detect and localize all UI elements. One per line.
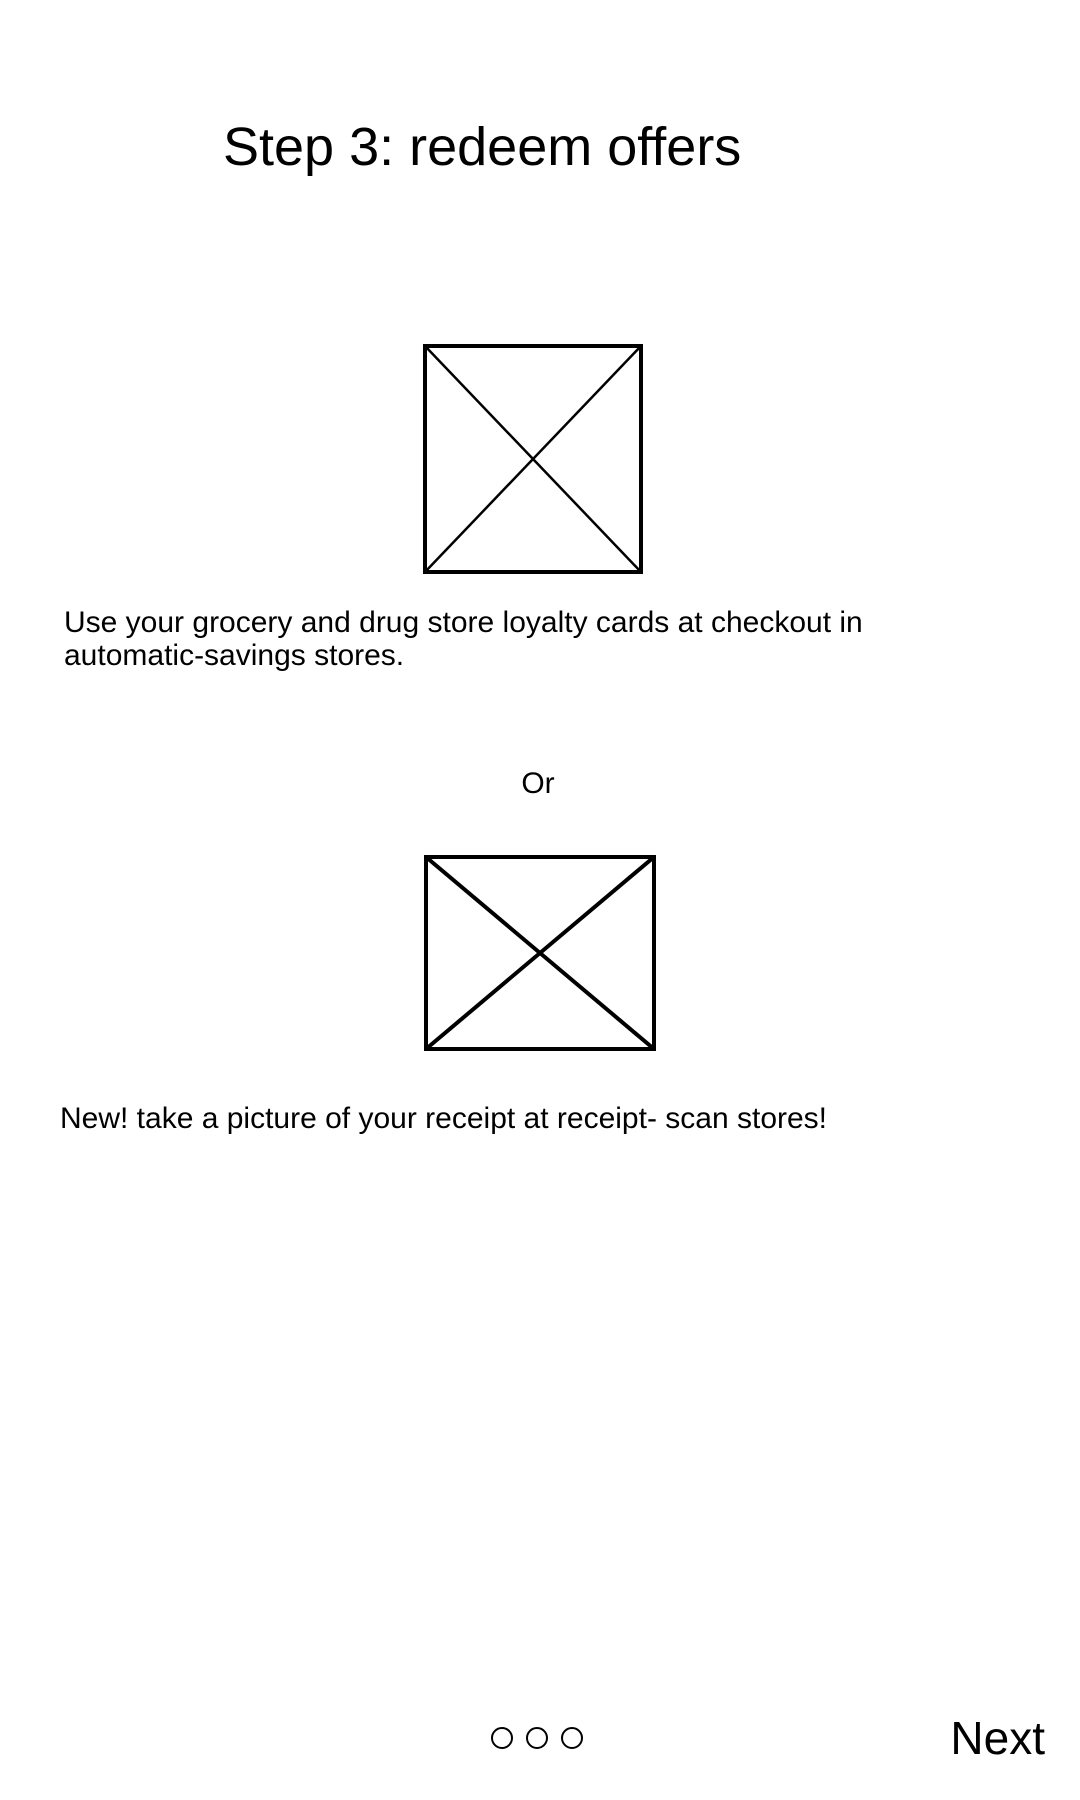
empty-circle-icon bbox=[561, 1727, 583, 1749]
next-button[interactable]: Next bbox=[950, 1712, 1045, 1764]
page-indicator bbox=[491, 1727, 583, 1749]
image-placeholder-icon bbox=[424, 855, 656, 1051]
receipt-scan-image bbox=[424, 855, 656, 1051]
empty-circle-icon bbox=[491, 1727, 513, 1749]
or-divider: Or bbox=[521, 767, 555, 800]
loyalty-card-image bbox=[423, 344, 643, 574]
loyalty-card-description: Use your grocery and drug store loyalty … bbox=[64, 606, 863, 672]
empty-circle-icon bbox=[526, 1727, 548, 1749]
page-title: Step 3: redeem offers bbox=[223, 117, 742, 177]
image-placeholder-icon bbox=[423, 344, 643, 574]
receipt-scan-description: New! take a picture of your receipt at r… bbox=[60, 1102, 828, 1135]
